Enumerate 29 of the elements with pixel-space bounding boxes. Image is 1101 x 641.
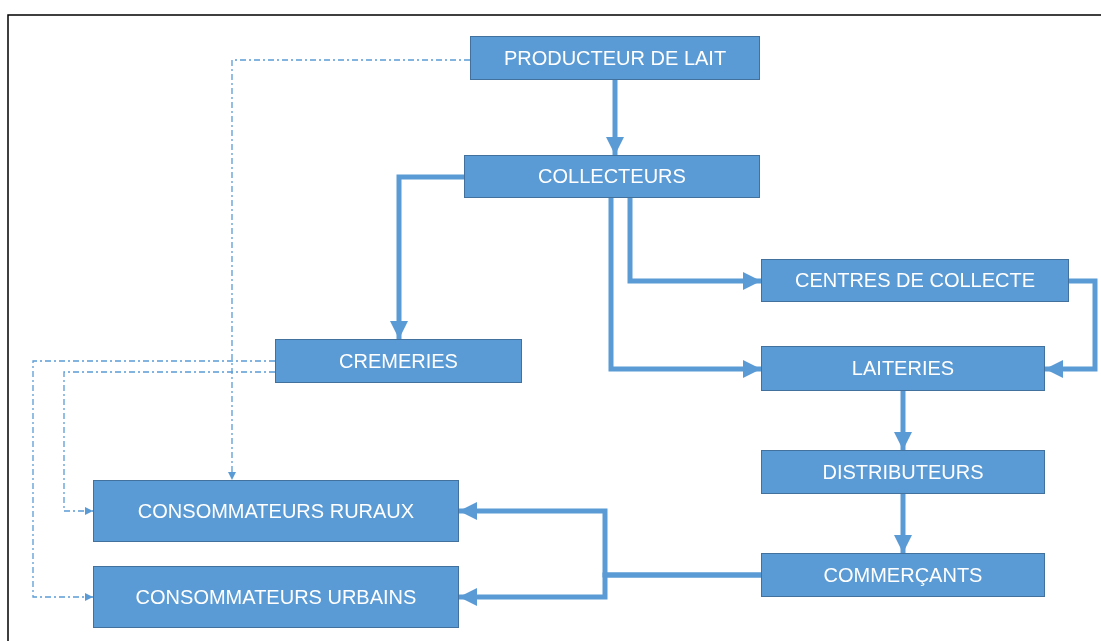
dashed-arrow — [228, 59, 471, 481]
arrow — [608, 198, 761, 378]
box-label: COMMERÇANTS — [823, 563, 983, 587]
arrow — [894, 391, 912, 450]
dashed-arrow — [63, 371, 276, 515]
arrow — [627, 198, 761, 290]
box-label: CENTRES DE COLLECTE — [794, 269, 1036, 292]
arrow — [894, 494, 912, 553]
dashed-arrow — [32, 360, 276, 601]
process-box — [93, 566, 459, 628]
arrow — [1045, 278, 1098, 378]
box-label: PRODUCTEUR DE LAIT — [503, 46, 727, 70]
process-box — [470, 36, 760, 80]
process-box — [761, 346, 1045, 391]
process-box — [464, 155, 760, 198]
process-box — [761, 553, 1045, 597]
process-box — [275, 339, 522, 383]
arrow — [459, 572, 761, 606]
box-label: LAITERIES — [851, 357, 955, 380]
box-label: CONSOMMATEURS RURAUX — [137, 499, 415, 523]
process-box — [93, 480, 459, 542]
arrow — [390, 174, 464, 339]
box-label: CREMERIES — [339, 349, 458, 373]
box-label: DISTRIBUTEURS — [822, 460, 984, 484]
process-box — [761, 450, 1045, 494]
box-label: CONSOMMATEURS URBAINS — [135, 585, 417, 609]
process-box — [761, 259, 1069, 302]
box-label: COLLECTEURS — [538, 165, 686, 188]
arrow — [606, 80, 624, 155]
